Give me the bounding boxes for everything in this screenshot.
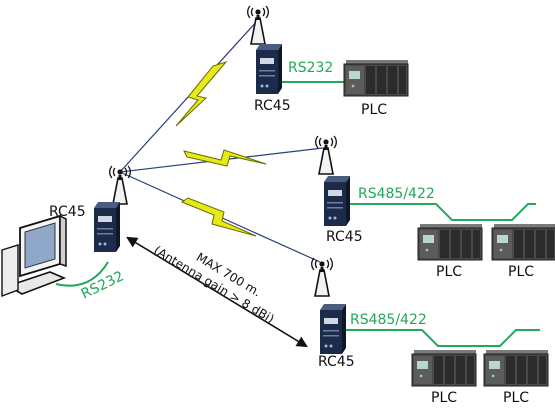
plc-label-middle-2: PLC	[508, 264, 534, 280]
plc-icon	[417, 223, 483, 261]
plc-label-top: PLC	[361, 102, 387, 118]
rs485-label-bottom: RS485/422	[350, 312, 427, 328]
lightning-bolt-icon	[180, 197, 257, 237]
range-arrow	[126, 236, 308, 348]
lightning-bolt-icon	[183, 149, 267, 167]
rc45-label-top: RC45	[254, 98, 291, 114]
antenna-icon	[246, 5, 270, 45]
plc-label-bottom-2: PLC	[503, 390, 529, 406]
rs232-label-top: RS232	[288, 60, 333, 76]
computer-monitor-icon	[1, 214, 67, 298]
plc-icon	[483, 349, 549, 387]
radio-modem-icon	[256, 44, 282, 94]
plc-label-bottom-1: PLC	[431, 390, 457, 406]
lightning-bolt-icon	[175, 61, 228, 127]
plc-icon	[491, 223, 555, 261]
radio-modem-icon	[320, 304, 346, 354]
antenna-icon	[314, 135, 338, 175]
rc45-label-main: RC45	[49, 204, 86, 220]
range-annotation: MAX 700 m. (Antenna gain > 8 dBi)	[151, 243, 276, 326]
radio-modem-icon	[324, 176, 350, 226]
antenna-icon	[310, 257, 334, 297]
rs485-label-middle: RS485/422	[358, 186, 435, 202]
rc45-label-middle: RC45	[326, 229, 363, 245]
radio-modem-icon	[94, 202, 120, 252]
plc-icon	[343, 59, 409, 97]
rc45-label-bottom: RC45	[318, 354, 355, 370]
rs232-label-computer: RS232	[79, 268, 127, 302]
plc-icon	[411, 349, 477, 387]
plc-label-middle-1: PLC	[436, 264, 462, 280]
